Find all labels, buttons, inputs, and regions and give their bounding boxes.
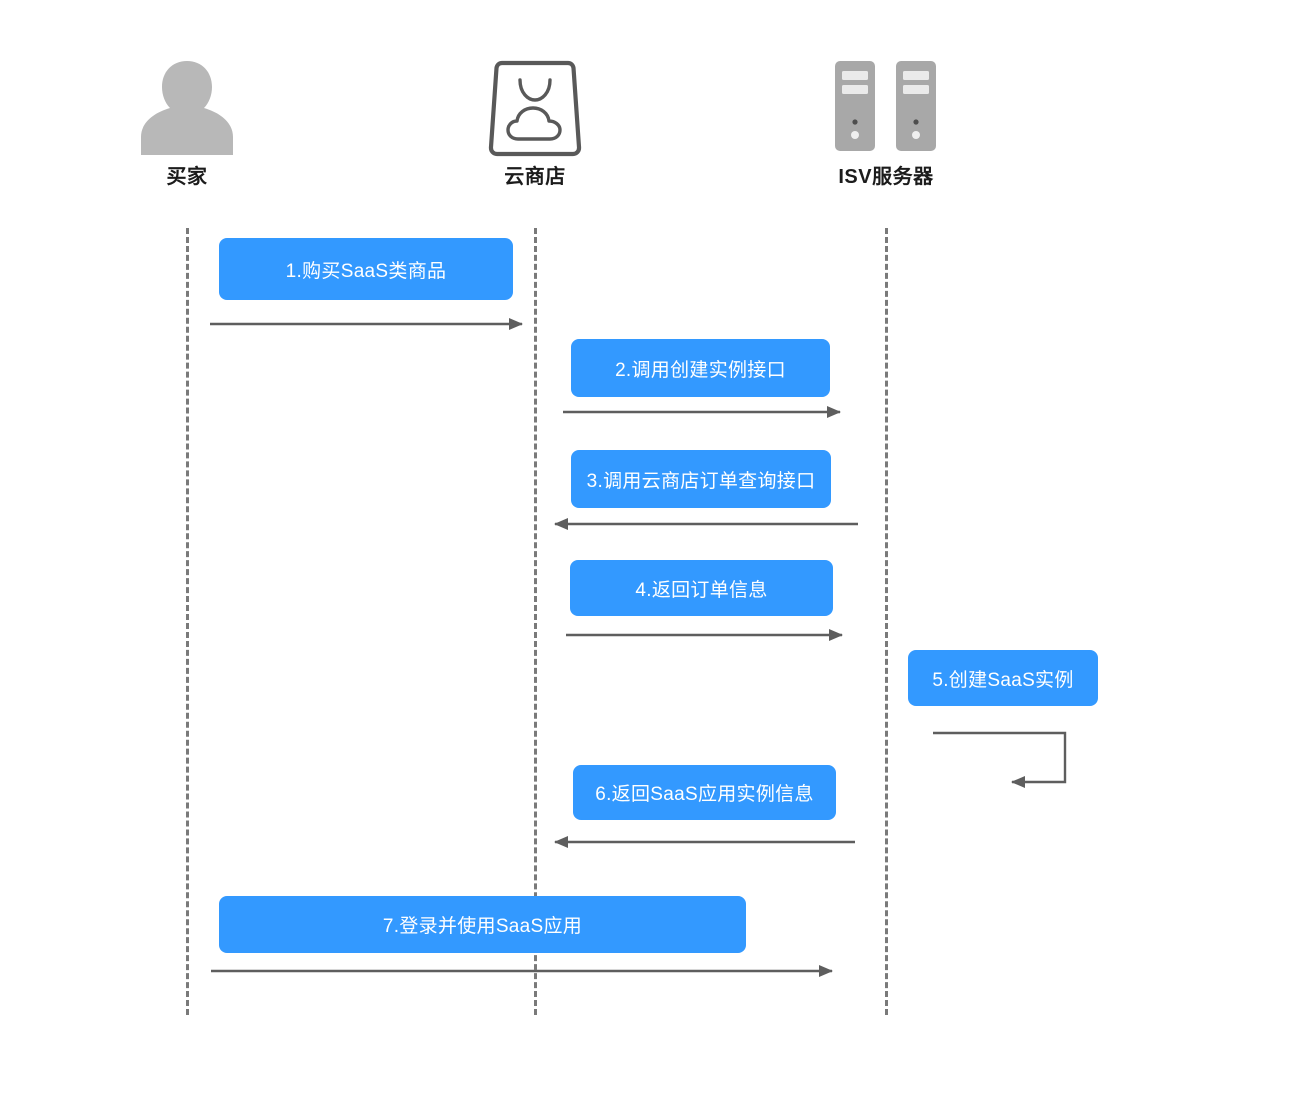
person-icon	[87, 55, 287, 160]
message-box-3: 3.调用云商店订单查询接口	[571, 450, 831, 508]
message-box-5: 5.创建SaaS实例	[908, 650, 1098, 706]
message-arrow-5-self-loop	[933, 731, 1067, 788]
lifeline-cloud-store	[534, 228, 537, 1015]
actor-label-buyer: 买家	[166, 166, 208, 188]
lifeline-isv-server	[885, 228, 888, 1015]
shopping-bag-cloud-icon	[435, 55, 635, 160]
lifeline-buyer	[186, 228, 189, 1015]
message-box-1: 1.购买SaaS类商品	[219, 238, 513, 300]
actor-isv-server: ISV服务器	[786, 55, 986, 189]
actor-label-isv-server: ISV服务器	[838, 166, 934, 188]
message-box-4: 4.返回订单信息	[570, 560, 833, 616]
actor-label-cloud-store: 云商店	[504, 166, 566, 188]
server-rack-icon	[786, 55, 986, 160]
actor-cloud-store: 云商店	[435, 55, 635, 189]
message-box-2: 2.调用创建实例接口	[571, 339, 830, 397]
message-box-6: 6.返回SaaS应用实例信息	[573, 765, 836, 820]
message-box-7: 7.登录并使用SaaS应用	[219, 896, 746, 953]
actor-buyer: 买家	[87, 55, 287, 189]
